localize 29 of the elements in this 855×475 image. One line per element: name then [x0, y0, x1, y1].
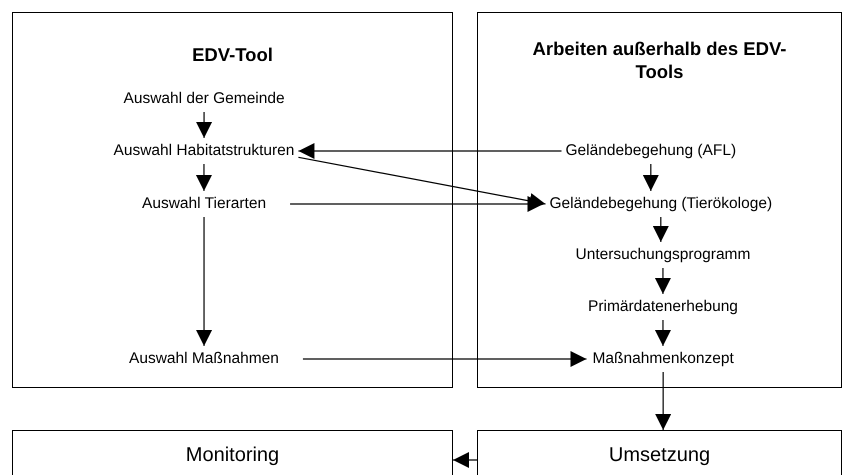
step-label: Untersuchungsprogramm: [576, 246, 750, 264]
step-label: Geländebegehung (Tierökologe): [550, 195, 772, 213]
arrow: [652, 217, 669, 242]
arrow: [196, 112, 212, 138]
step-label: Geländebegehung (AFL): [566, 142, 736, 160]
arrow: [196, 217, 212, 346]
arrow: [290, 196, 544, 212]
arrow: [654, 320, 671, 346]
arrow: [196, 164, 212, 191]
panel-box: [477, 430, 842, 475]
step-label: Auswahl Tierarten: [142, 195, 266, 213]
step-label: Maßnahmenkonzept: [592, 350, 734, 368]
panel-heading: Arbeiten außerhalb des EDV-Tools: [532, 37, 788, 83]
step-label: Auswahl der Gemeinde: [124, 90, 285, 108]
arrow: [298, 143, 562, 159]
panel-box: [477, 12, 842, 388]
step-label: Primärdatenerhebung: [588, 298, 738, 316]
arrow: [642, 164, 659, 191]
step-label: Auswahl Habitatstrukturen: [114, 142, 294, 160]
arrow: [654, 268, 671, 294]
arrow: [302, 351, 586, 367]
arrow: [453, 452, 477, 468]
panel-heading: EDV-Tool: [191, 43, 274, 66]
box-label: Umsetzung: [608, 443, 712, 467]
arrow: [655, 372, 672, 430]
panel-box: [12, 430, 453, 475]
box-label: Monitoring: [184, 443, 280, 467]
step-label: Auswahl Maßnahmen: [129, 350, 279, 368]
panel-box: [12, 12, 453, 388]
